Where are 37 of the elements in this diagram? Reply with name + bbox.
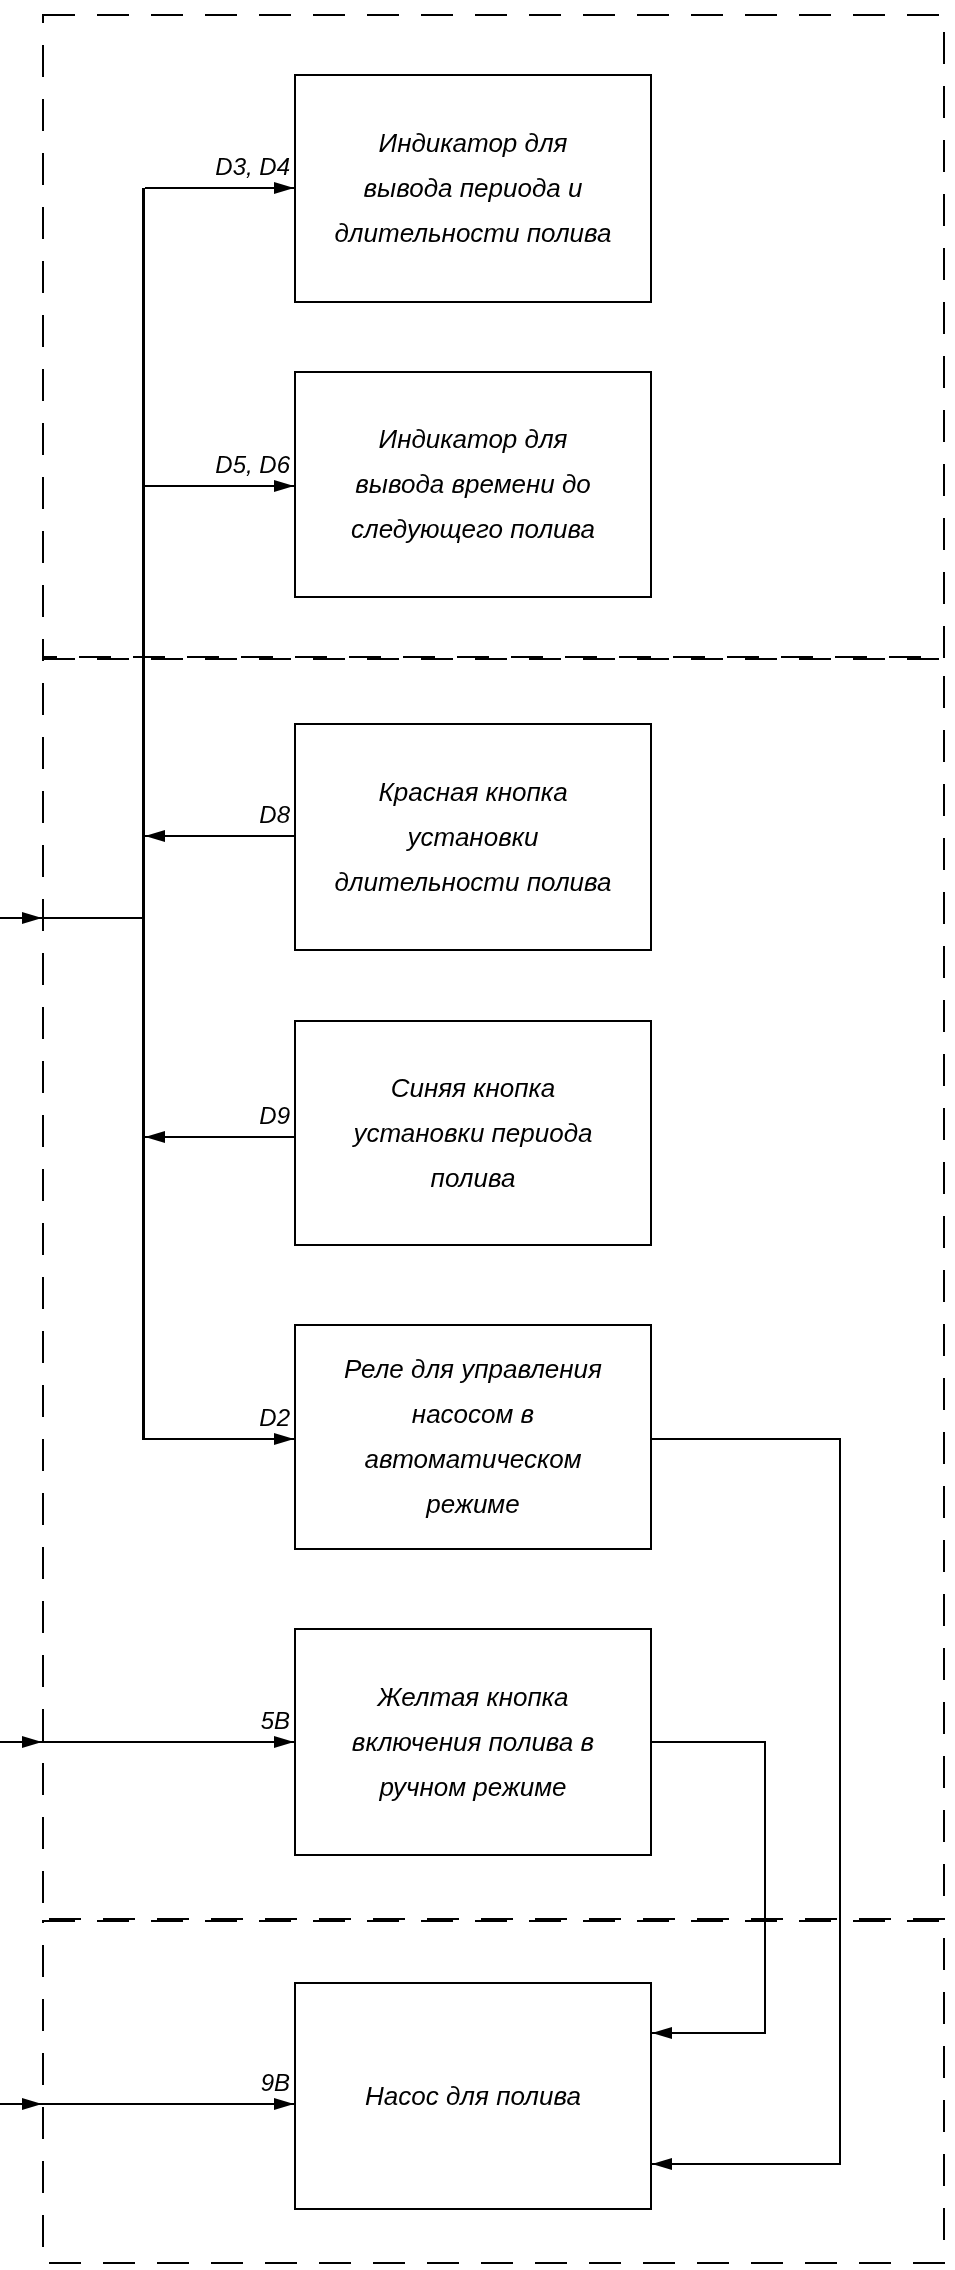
arrow <box>144 182 295 194</box>
arrow <box>0 2098 43 2110</box>
process-box <box>294 1324 652 1550</box>
box-label: Индикатор для вывода периода и длительности полива <box>333 127 613 250</box>
dashed-section <box>42 1920 945 2264</box>
arrow <box>144 830 295 842</box>
arrow <box>144 480 295 492</box>
bus-line <box>142 188 145 1440</box>
process-box <box>294 1020 652 1246</box>
edge-label: D3, D4 <box>214 152 290 182</box>
edge-label: 9В <box>259 2068 290 2098</box>
process-box <box>294 1628 652 1856</box>
box-label: Красная кнопка установки длительности полива <box>333 775 613 899</box>
edge-label: D2 <box>258 1403 290 1433</box>
box-label: Синяя кнопка установки периода полива <box>351 1071 594 1195</box>
process-box <box>294 74 652 303</box>
arrow <box>41 1736 295 1748</box>
arrow <box>144 1131 295 1143</box>
arrow <box>651 1438 841 2170</box>
box-label: Индикатор для вывода времени до следующего полива <box>349 423 596 546</box>
edge-label: D9 <box>258 1101 290 1131</box>
edge-label: D5, D6 <box>214 450 290 480</box>
edge-label: D8 <box>258 800 290 830</box>
process-box <box>294 371 652 598</box>
box-label: Реле для управления насосом в автоматическом режиме <box>343 1353 603 1521</box>
process-box <box>294 1982 652 2210</box>
box-label: Желтая кнопка включения полива в ручном режиме <box>350 1680 596 1804</box>
arrow <box>41 2098 295 2110</box>
edge-label: 5В <box>259 1706 290 1736</box>
arrow <box>651 1741 766 2039</box>
dashed-section <box>42 658 945 1920</box>
process-box <box>294 723 652 951</box>
dashed-section <box>42 14 945 658</box>
box-label: Насос для полива <box>365 2079 581 2113</box>
arrow <box>0 912 43 924</box>
arrow <box>0 1736 43 1748</box>
arrow <box>144 1433 295 1445</box>
